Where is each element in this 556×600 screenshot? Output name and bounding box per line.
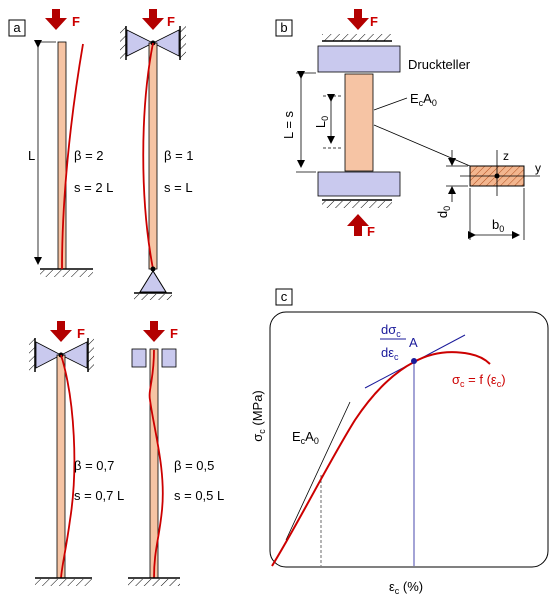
force-arrow	[143, 321, 165, 342]
b0-label: b0	[492, 217, 504, 234]
x-axis-label: εc (%)	[389, 579, 423, 596]
z-label: z	[503, 149, 509, 163]
column-bar	[148, 42, 158, 270]
force-arrow-bottom	[347, 214, 369, 236]
effective-length-label: s = 0,7 L	[74, 488, 124, 503]
deflection-curve	[148, 349, 164, 579]
ea0-label: EcA0	[292, 429, 319, 446]
column-case-3: F β = 0,7 s = 0,7 L	[29, 321, 124, 586]
effective-length-label: s = 2 L	[74, 180, 113, 195]
stress-strain-plot-frame	[269, 311, 549, 568]
force-label: F	[167, 14, 175, 29]
y-axis-label: σc (MPa)	[250, 390, 267, 442]
ls-label: L = s	[281, 110, 296, 139]
length-label: L	[28, 148, 35, 163]
guide-block	[131, 348, 147, 368]
panel-c: c dσc dεc A EcA0 σc = f (εc) σc (MPa) εc…	[250, 288, 549, 596]
deflection-curve	[60, 354, 76, 579]
effective-length-label: s = L	[164, 180, 193, 195]
roller-support-icon	[139, 270, 167, 293]
point-a-marker	[411, 358, 417, 364]
l0-label: L0	[313, 116, 330, 128]
ea0-label: EcA0	[410, 91, 437, 108]
dsigma-label: dσc	[381, 322, 401, 339]
force-label: F	[77, 326, 85, 341]
point-a-label: A	[409, 335, 418, 350]
beta-label: β = 0,5	[174, 458, 214, 473]
beta-label: β = 2	[74, 148, 104, 163]
column-case-2: F β = 1 s = L	[120, 9, 194, 300]
stress-strain-curve	[271, 351, 491, 567]
depsilon-label: dεc	[381, 345, 399, 362]
force-label-bottom: F	[367, 224, 375, 239]
panel-b-label: b	[280, 20, 287, 35]
column-case-4: F β = 0,5 s = 0,5 L	[128, 321, 224, 586]
d0-label: d0	[435, 206, 452, 218]
pressure-plate-label: Druckteller	[408, 57, 471, 72]
panel-a: a F L β = 2 s = 2 L F	[8, 9, 224, 586]
y-label: y	[535, 161, 541, 175]
column-case-1: F L β = 2 s = 2 L	[28, 9, 113, 277]
effective-length-label: s = 0,5 L	[174, 488, 224, 503]
panel-b: b F Druckteller F L = s L0 EcA0 z y	[275, 9, 541, 240]
function-label: σc = f (εc)	[452, 372, 506, 389]
initial-tangent-line	[285, 401, 351, 541]
force-label-top: F	[370, 14, 378, 29]
force-arrow	[45, 9, 67, 30]
deflection-curve	[142, 42, 154, 270]
force-label: F	[72, 14, 80, 29]
force-label: F	[170, 326, 178, 341]
panel-a-label: a	[13, 20, 21, 35]
force-arrow	[142, 9, 164, 30]
beta-label: β = 1	[164, 148, 194, 163]
pressure-plate-bottom	[317, 171, 401, 197]
pin-support-icon	[35, 341, 62, 369]
deflection-curve	[61, 43, 84, 270]
force-arrow	[50, 321, 72, 342]
specimen	[344, 73, 374, 172]
beta-label: β = 0,7	[74, 458, 114, 473]
force-arrow-top	[347, 9, 369, 30]
column-bar	[56, 354, 66, 579]
pin-support-icon	[126, 29, 154, 57]
pressure-plate-top	[317, 45, 401, 73]
panel-c-label: c	[281, 289, 288, 304]
